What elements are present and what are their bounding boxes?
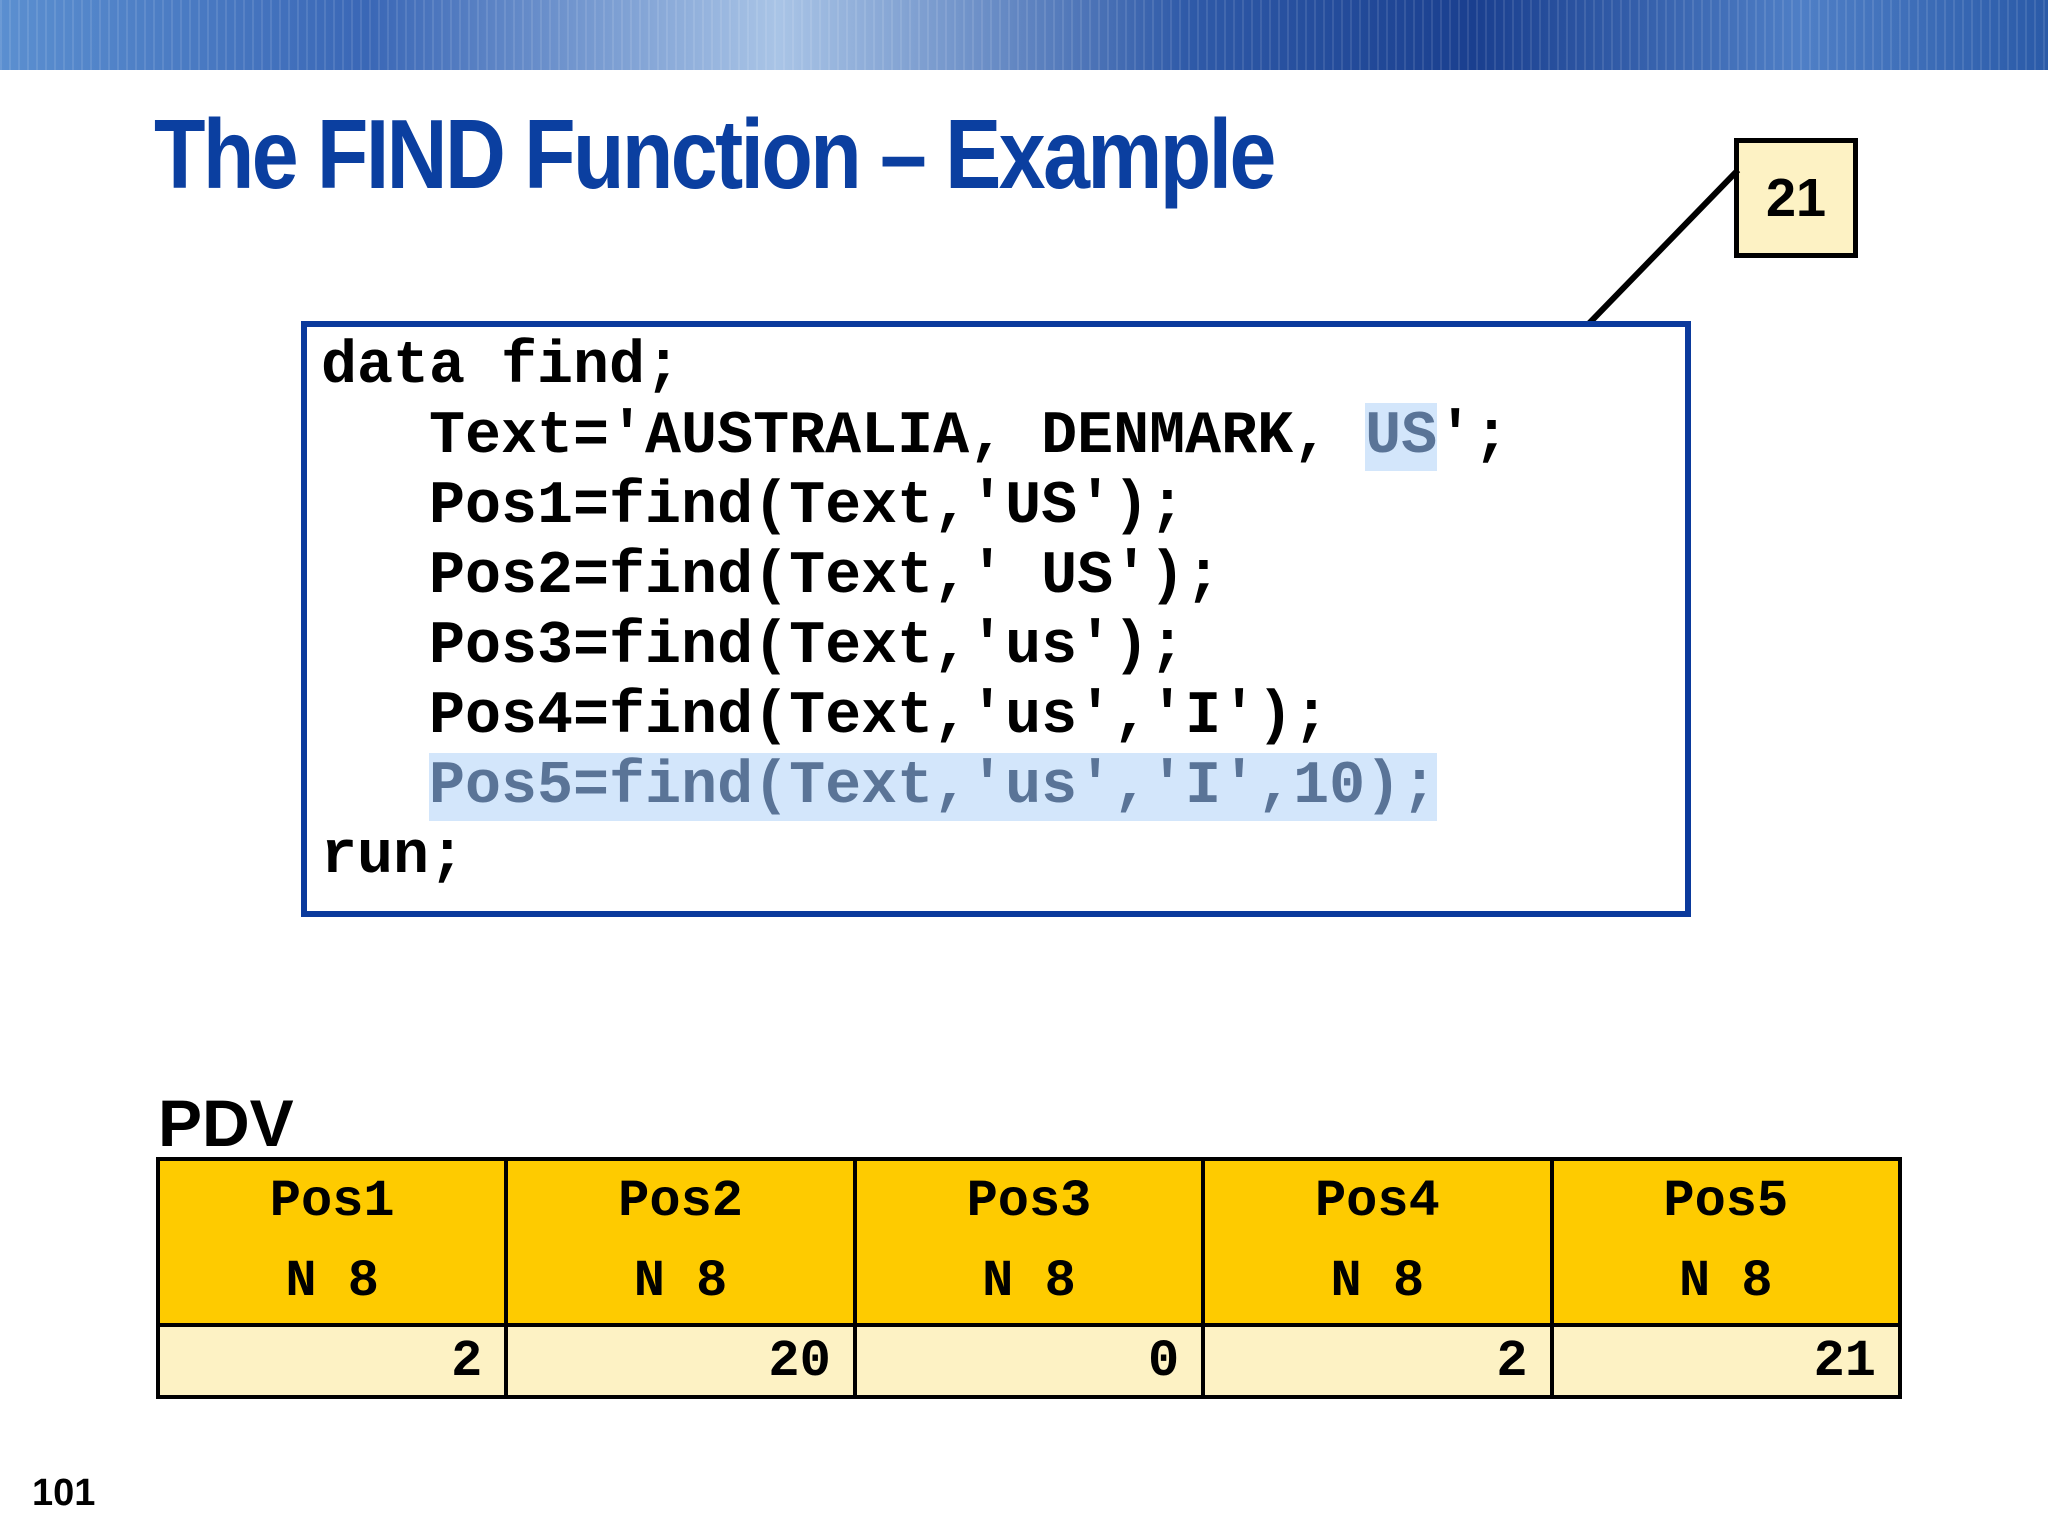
pdv-value-pos2: 20 — [504, 1323, 857, 1399]
code-line-2: Text='AUSTRALIA, DENMARK, US'; — [321, 402, 1509, 472]
code-line-1: data find; — [321, 333, 682, 401]
pdv-header-row: Pos1 N 8 Pos2 N 8 Pos3 N 8 Pos4 N 8 Pos5 N 8 — [155, 1157, 1903, 1327]
code-line-5: Pos3=find(Text,'us'); — [321, 613, 1186, 681]
pdv-col-type: N 8 — [1330, 1252, 1425, 1311]
pdv-col-name: Pos5 — [1663, 1172, 1789, 1231]
pdv-header-pos2: Pos2 N 8 — [504, 1157, 857, 1327]
highlighted-pos5-line: Pos5=find(Text,'us','I',10); — [429, 753, 1438, 821]
slide-title: The FIND Function – Example — [154, 99, 1276, 209]
pdv-value-row: 2 20 0 2 21 — [155, 1323, 1903, 1399]
pdv-value-pos5: 21 — [1549, 1323, 1903, 1399]
code-line-7: Pos5=find(Text,'us','I',10); — [321, 752, 1438, 822]
code-line-2-end: '; — [1437, 403, 1510, 471]
code-block: data find; Text='AUSTRALIA, DENMARK, US'… — [301, 321, 1691, 917]
code-line-6: Pos4=find(Text,'us','I'); — [321, 683, 1330, 751]
pdv-col-type: N 8 — [982, 1252, 1076, 1311]
code-line-2-start: Text='AUSTRALIA, DENMARK, — [321, 403, 1366, 471]
pdv-col-type: N 8 — [1678, 1252, 1773, 1311]
pdv-header-pos4: Pos4 N 8 — [1201, 1157, 1554, 1327]
result-callout: 21 — [1734, 138, 1858, 258]
pdv-header-pos1: Pos1 N 8 — [155, 1157, 509, 1327]
code-line-4: Pos2=find(Text,' US'); — [321, 543, 1222, 611]
pdv-col-name: Pos3 — [966, 1172, 1092, 1231]
code-line-7-indent — [321, 753, 429, 821]
header-banner — [0, 0, 2048, 70]
code-line-8: run; — [321, 823, 466, 891]
pdv-value-pos4: 2 — [1201, 1323, 1554, 1399]
pdv-col-name: Pos1 — [269, 1172, 395, 1231]
pdv-col-type: N 8 — [633, 1252, 728, 1311]
pdv-label: PDV — [158, 1086, 294, 1160]
pdv-col-name: Pos2 — [618, 1172, 743, 1231]
pdv-col-name: Pos4 — [1314, 1172, 1440, 1231]
pdv-col-type: N 8 — [285, 1252, 379, 1311]
pdv-header-pos5: Pos5 N 8 — [1549, 1157, 1903, 1327]
page-number: 101 — [32, 1472, 96, 1514]
code-line-3: Pos1=find(Text,'US'); — [321, 473, 1186, 541]
pdv-value-pos3: 0 — [852, 1323, 1206, 1399]
pdv-header-pos3: Pos3 N 8 — [852, 1157, 1206, 1327]
callout-value: 21 — [1765, 168, 1827, 228]
pdv-value-pos1: 2 — [155, 1323, 509, 1399]
highlighted-us: US — [1365, 403, 1438, 471]
